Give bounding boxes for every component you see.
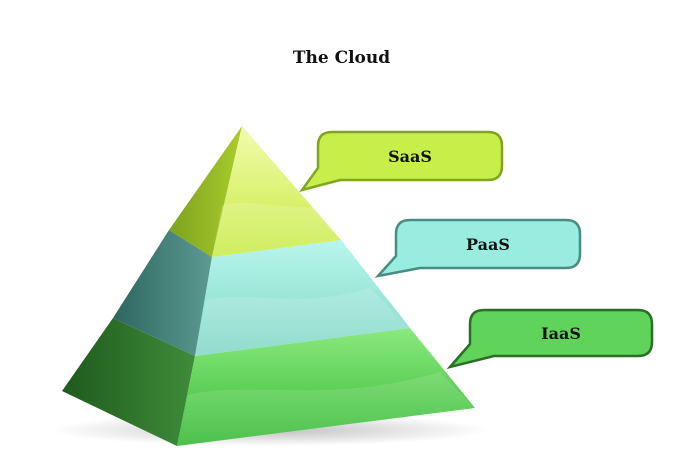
paas-highlight (195, 288, 410, 356)
callout-iaas-label: IaaS (541, 324, 581, 343)
pyramid-layer-iaas-left-face (62, 318, 195, 446)
callout-iaas-bubble (446, 308, 654, 370)
callout-saas: SaaS (298, 130, 504, 193)
pyramid-layer-saas-right-face (212, 126, 341, 257)
callout-paas: PaaS (374, 218, 582, 278)
pyramid-layer-iaas-right-face (177, 328, 475, 446)
diagram-title: The Cloud (292, 48, 391, 68)
pyramid-layer-saas-left-face (169, 126, 242, 257)
callout-iaas: IaaS (446, 308, 654, 370)
callout-paas-bubble (374, 218, 582, 278)
saas-highlight (212, 202, 341, 257)
iaas-highlight (177, 372, 475, 446)
pyramid-layer-paas-left-face (113, 230, 212, 356)
callout-paas-label: PaaS (466, 235, 510, 254)
callout-saas-bubble (298, 130, 504, 193)
pyramid-layer-paas-right-face (195, 240, 410, 356)
callout-saas-label: SaaS (388, 147, 432, 166)
